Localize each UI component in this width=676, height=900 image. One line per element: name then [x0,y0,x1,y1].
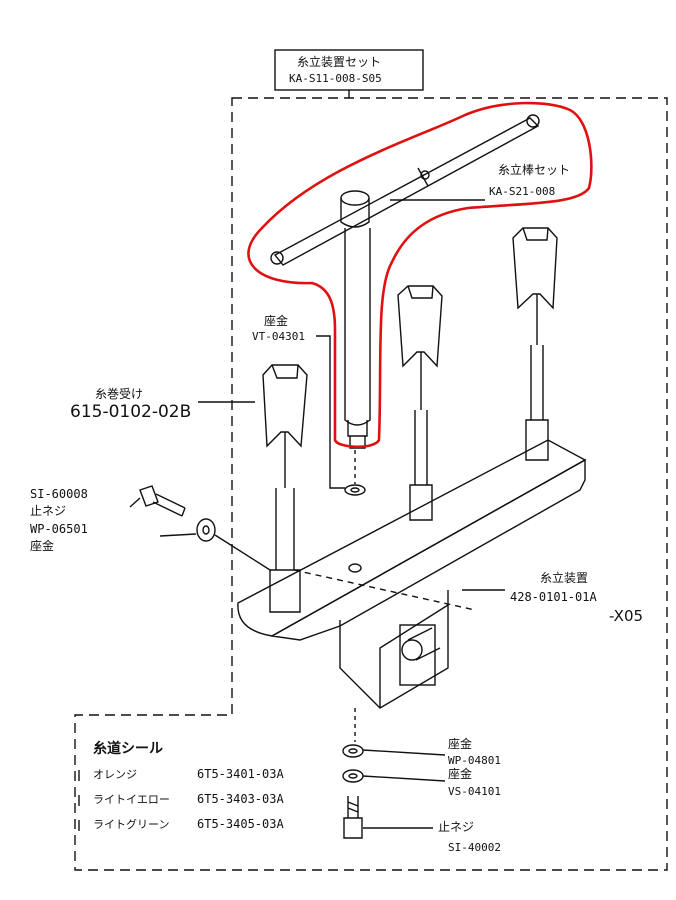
washer-top-name: 座金 [264,314,289,328]
washer-bottom-1-code: WP-04801 [448,754,501,767]
seal-title: 糸道シール [93,741,163,757]
screw-bottom-name: 止ネジ [438,820,475,834]
stand-code: 428-0101-01A [510,590,597,604]
side-washer-name: 座金 [30,539,55,553]
side-screw-code: SI-60008 [30,487,88,501]
title-box-name: 糸立装置セット [297,55,382,69]
title-box-code: KA-S11-008-S05 [289,72,382,85]
washer-bottom-2-name: 座金 [448,767,473,781]
stand-suffix: -X05 [609,607,644,625]
seal-row-color: ライトイエロー [93,793,170,806]
seal-row-code: 6T5-3405-03A [197,817,284,831]
stand-base [237,439,587,709]
washer-bottom-2-code: VS-04101 [448,785,501,798]
spool-holder-mid [397,285,443,410]
spool-holder-right [512,227,558,345]
seal-row-code: 6T5-3403-03A [197,792,284,806]
washer-top [344,484,366,496]
rod-set-name: 糸立棒セット [498,163,571,177]
screw-bottom [343,796,363,839]
washer-top-code: VT-04301 [252,330,305,343]
rod-post [340,190,371,449]
seal-row-color: オレンジ [93,768,137,781]
screw-bottom-code: SI-40002 [448,841,501,854]
spool-holder-code: 615-0102-02B [70,402,192,422]
washer-bottom-1-name: 座金 [448,737,473,751]
rod-bar [270,114,540,266]
side-washer [196,518,216,542]
side-washer-code: WP-06501 [30,522,88,536]
stand-name: 糸立装置 [540,571,589,585]
rod-set-code: KA-S21-008 [489,185,556,198]
highlight-outline [247,101,593,449]
spool-holder-left [262,364,308,488]
seal-row-color: ライトグリーン [93,818,170,831]
seal-row-code: 6T5-3401-03A [197,767,284,781]
side-screw [139,485,186,517]
set-boundary [74,97,668,871]
washer-bottom-1 [342,744,364,758]
spool-holder-name: 糸巻受け [95,387,144,401]
washer-bottom-2 [342,769,364,783]
side-screw-name: 止ネジ [30,504,67,518]
